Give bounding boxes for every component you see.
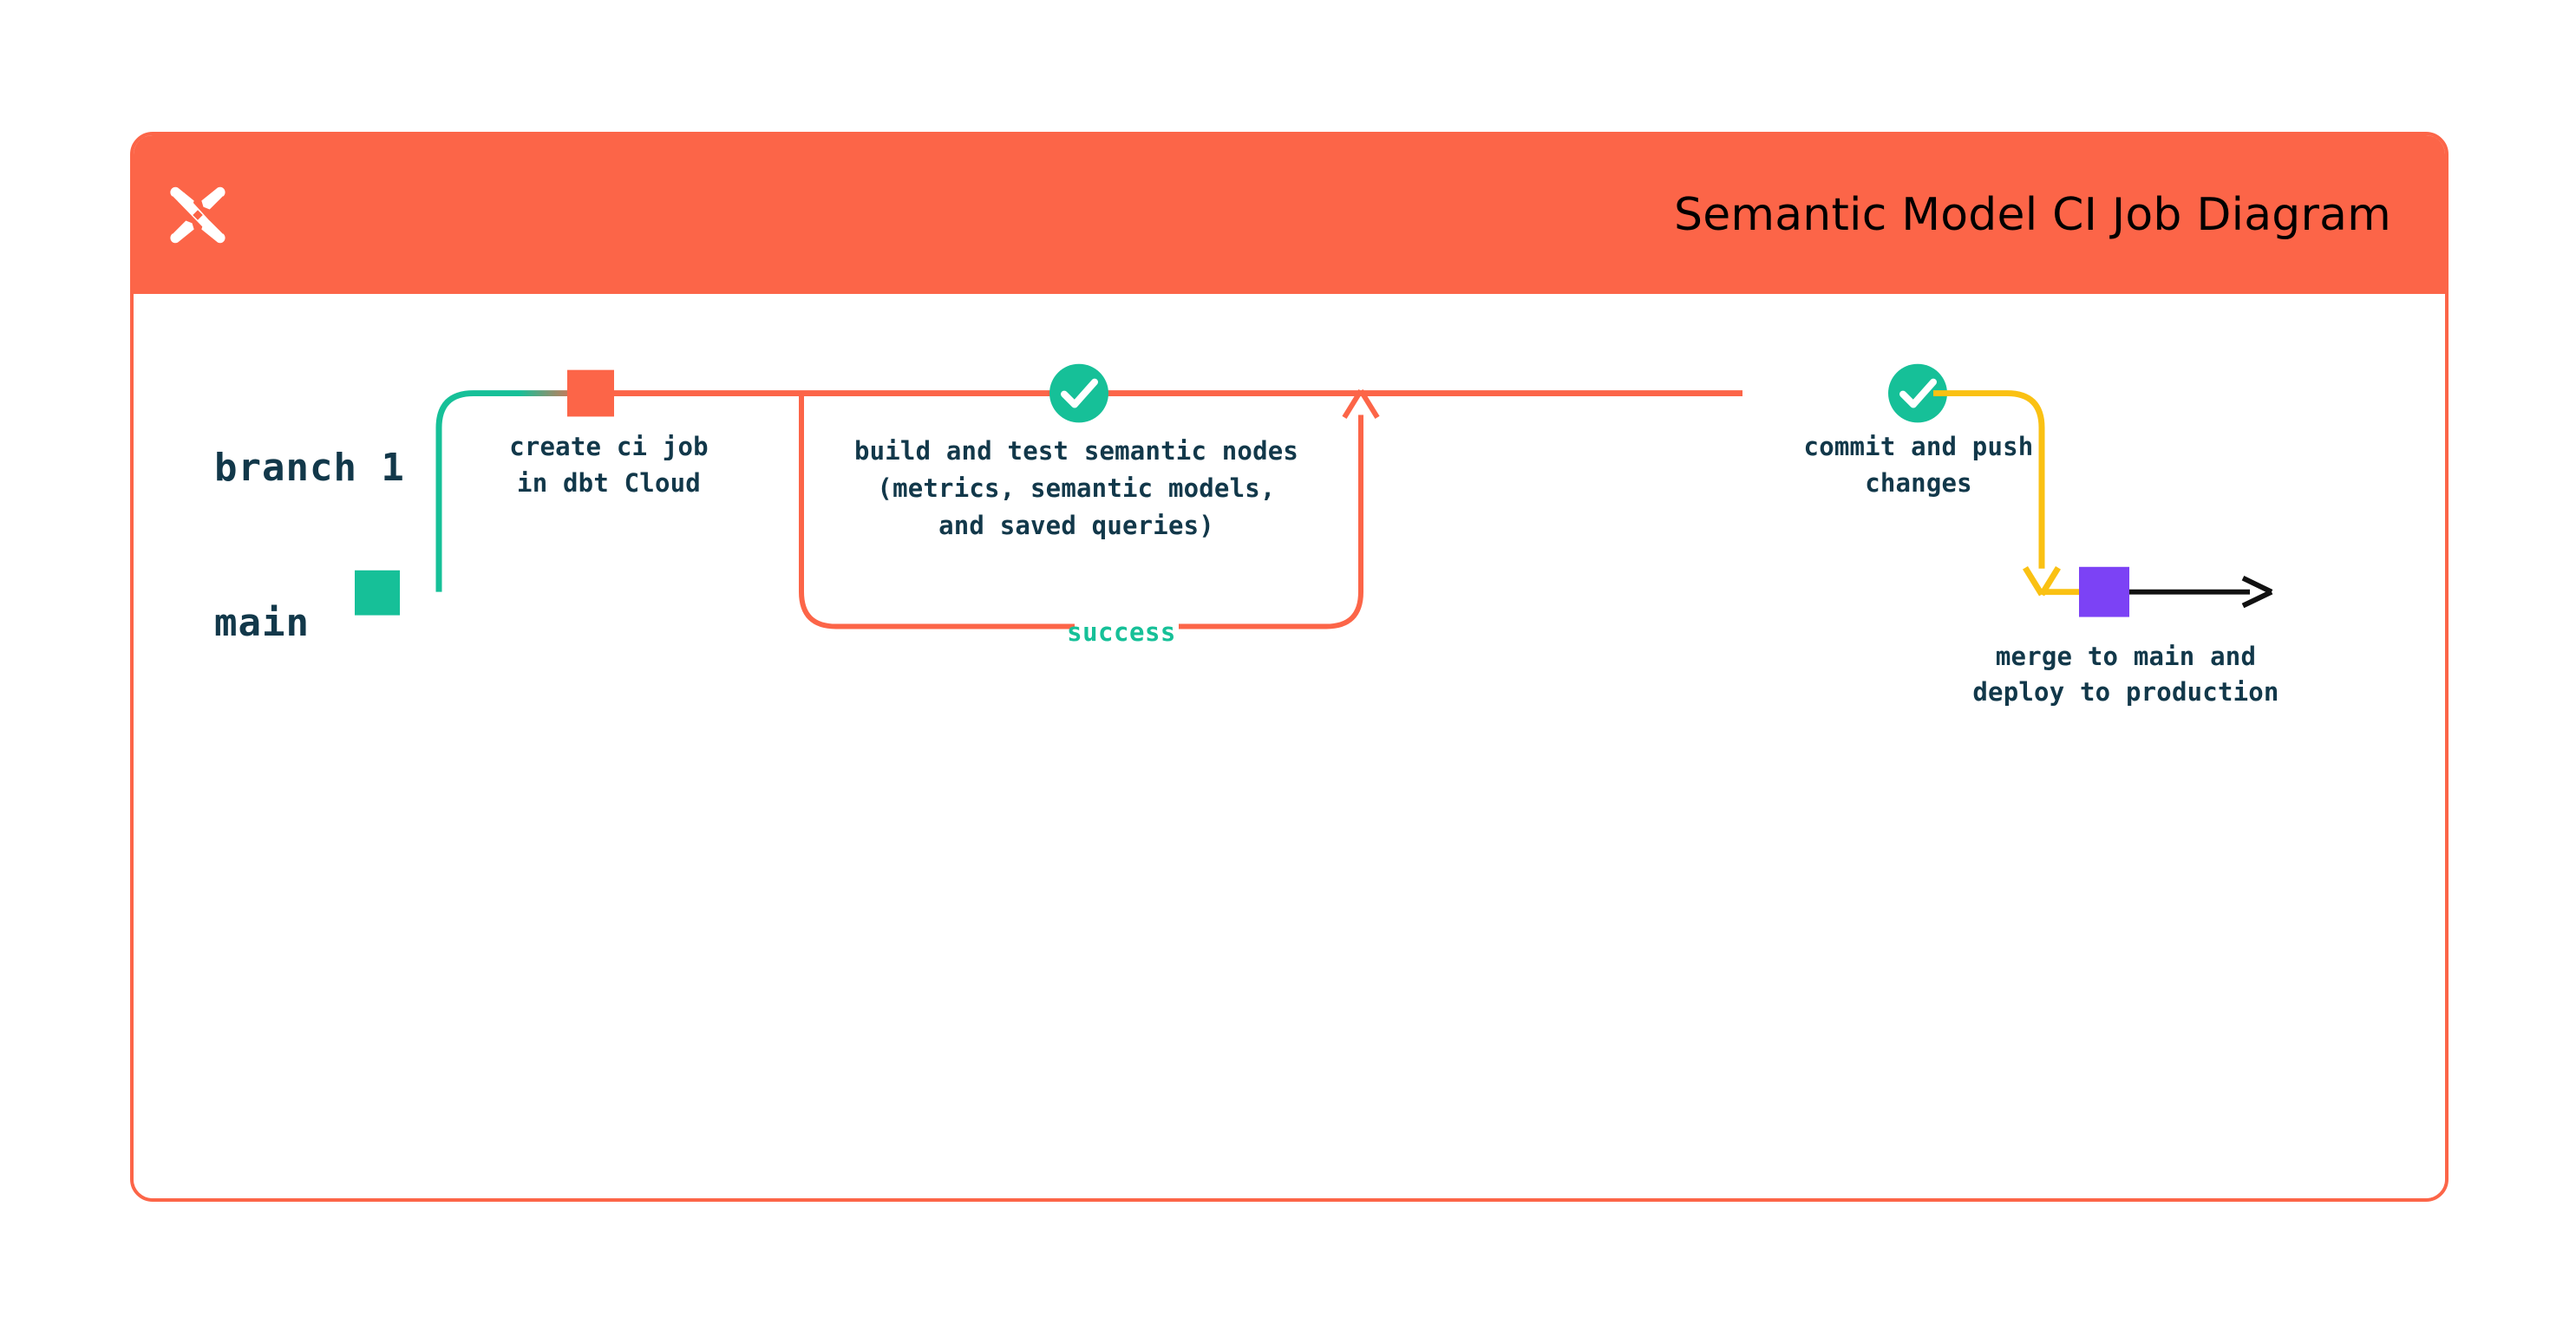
branch-1-lane-label: branch 1 <box>214 446 405 490</box>
page-title: Semantic Model CI Job Diagram <box>1673 188 2391 241</box>
create-ci-job-label-line2: in dbt Cloud <box>517 468 701 498</box>
diagram-card: Semantic Model CI Job Diagram <box>130 132 2449 1202</box>
commit-and-push-check-icon <box>1888 363 1947 423</box>
commit-and-push-label-line2: changes <box>1865 468 1972 498</box>
main-commit-node <box>355 570 400 616</box>
build-and-test-label-line3: and saved queries) <box>938 511 1214 540</box>
commit-and-push-label-line1: commit and push <box>1803 432 2034 461</box>
build-and-test-label-line2: (metrics, semantic models, <box>877 473 1276 503</box>
main-lane-label: main <box>214 601 310 645</box>
merge-to-main-label-line1: merge to main and <box>1995 642 2257 671</box>
dbt-logo-icon <box>170 186 226 243</box>
build-and-test-label-line1: build and test semantic nodes <box>853 436 1299 466</box>
merge-to-main-label-line2: deploy to production <box>1972 677 2279 707</box>
merge-to-main-node <box>2079 566 2129 617</box>
card-body: branch 1 main create ci job in dbt Cloud… <box>134 294 2445 1198</box>
create-ci-job-label-line1: create ci job <box>509 432 709 461</box>
branch-flow-diagram <box>355 363 2273 629</box>
main-continues-arrow <box>2129 576 2273 609</box>
card-header: Semantic Model CI Job Diagram <box>134 135 2445 294</box>
merge-down-edge <box>1933 390 2085 597</box>
success-edge-label: success <box>1067 617 1176 647</box>
branch-off-edge <box>435 390 585 592</box>
ci-success-loop-edge <box>799 389 1380 629</box>
build-and-test-check-icon <box>1049 363 1108 423</box>
create-ci-job-node <box>567 369 614 417</box>
